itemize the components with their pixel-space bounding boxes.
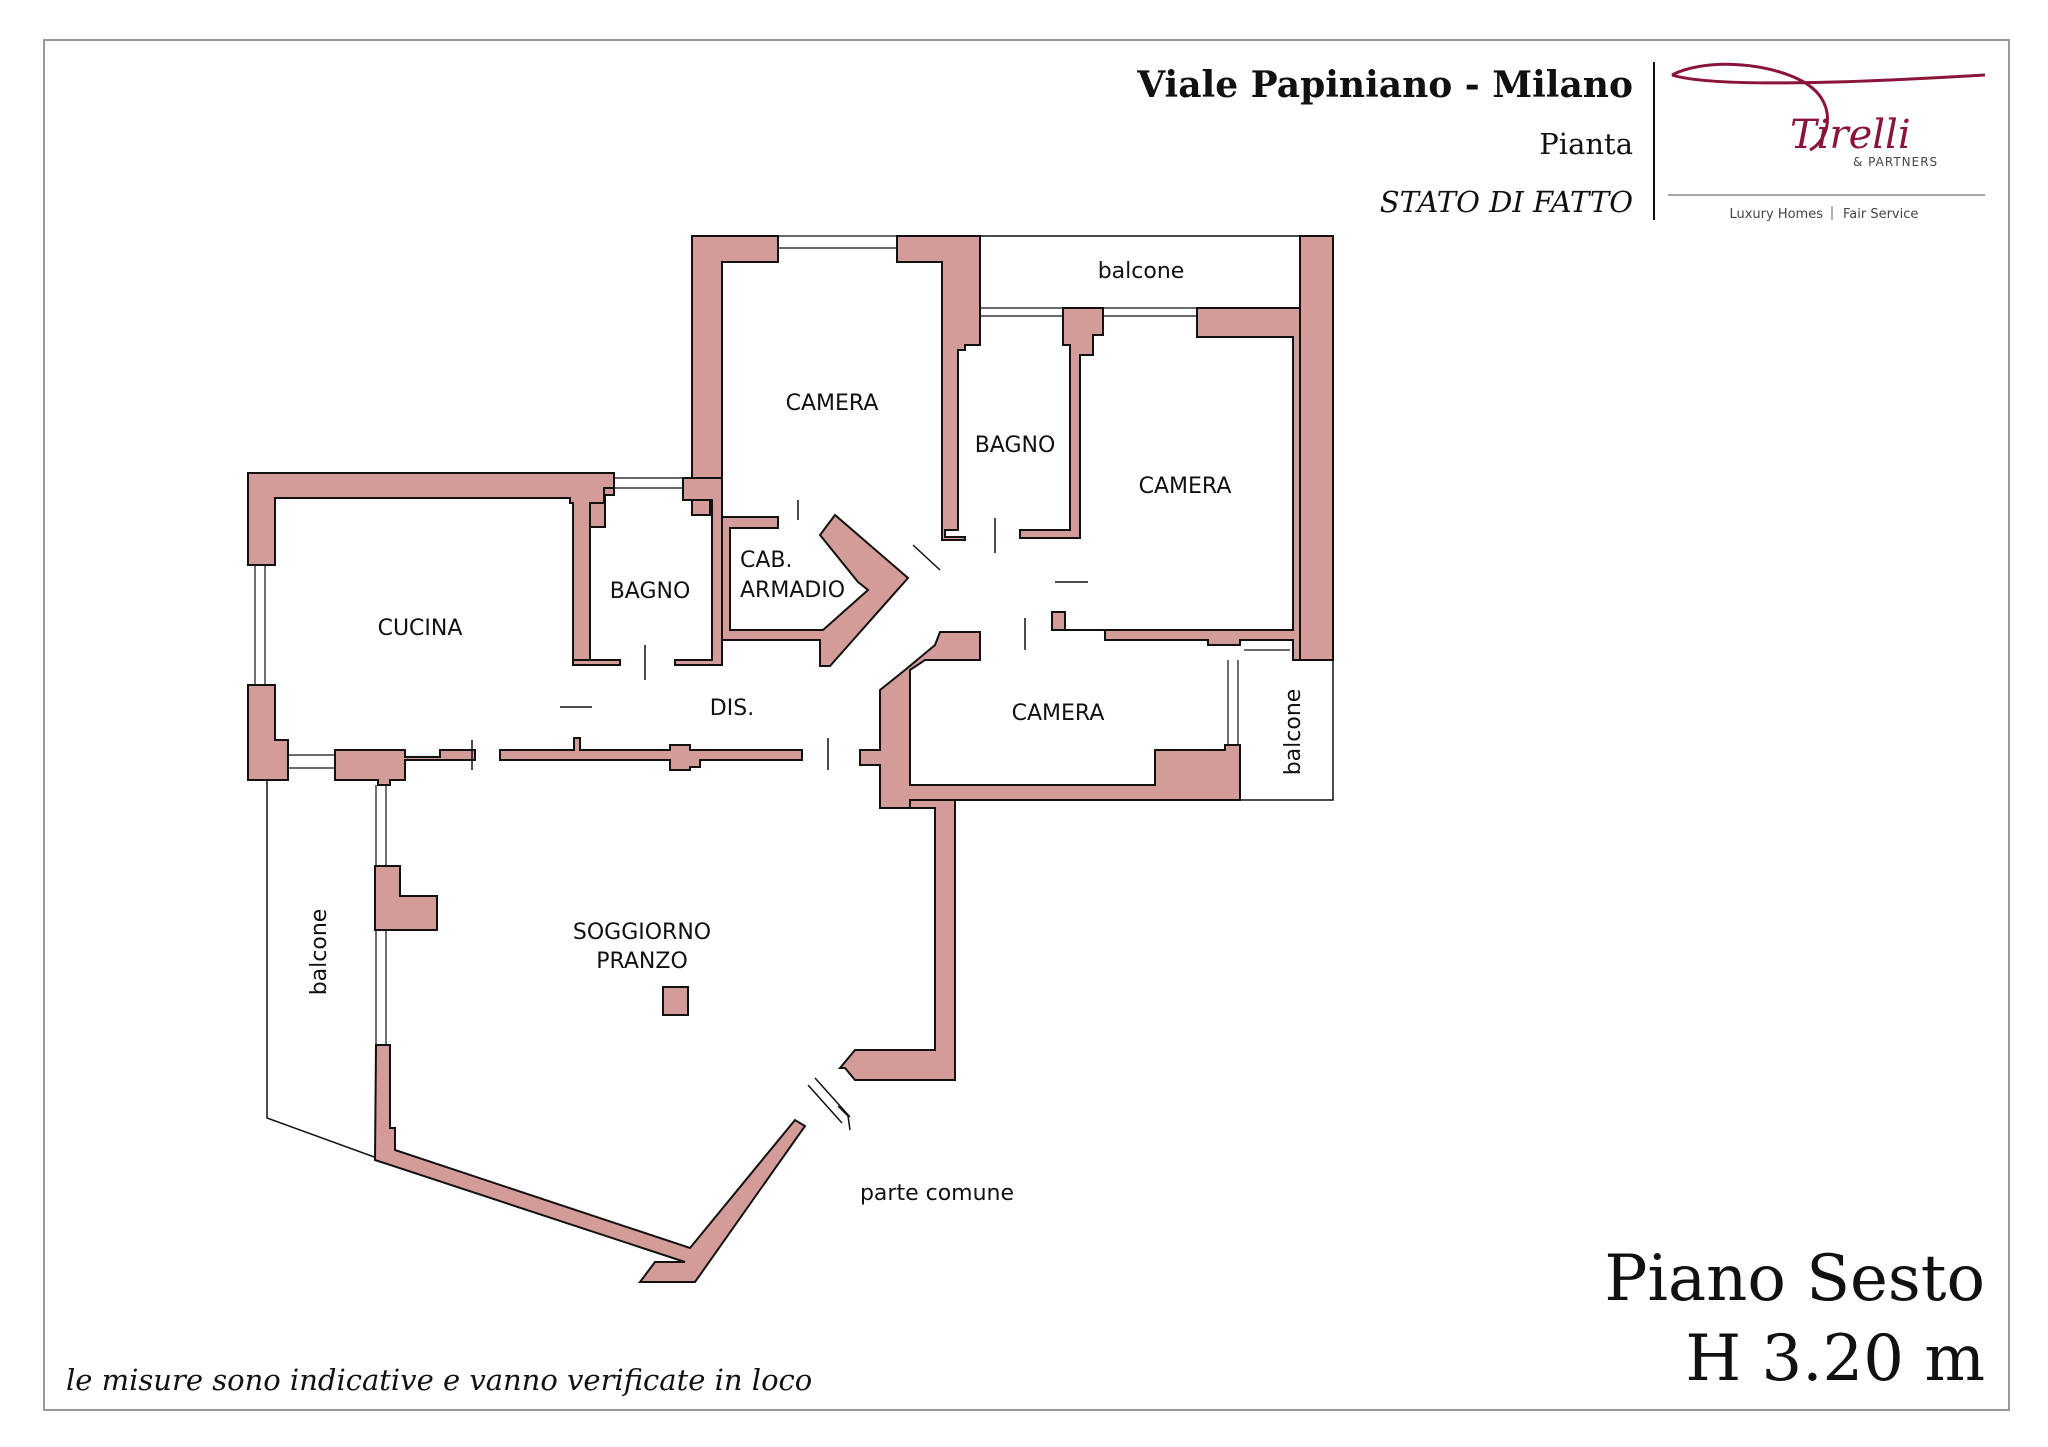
room-dis: DIS.: [710, 696, 754, 721]
balcone-left: balcone: [307, 909, 332, 996]
room-cab-armadio-line2: ARMADIO: [740, 578, 845, 603]
wall-right-edge: [1299, 235, 1334, 661]
entrance-door: [807, 1077, 851, 1131]
floorplan: [247, 235, 1334, 1283]
disclaimer-note: le misure sono indicative e vanno verifi…: [66, 1363, 812, 1397]
floor-name: Piano Sesto: [1604, 1242, 1985, 1316]
wall-soggiorno-bottom: [373, 1044, 807, 1283]
room-soggiorno-line2: PRANZO: [596, 949, 688, 974]
logo-tagline-left: Luxury Homes: [1729, 207, 1823, 222]
room-camera-right: CAMERA: [1139, 474, 1232, 499]
logo-sub: & PARTNERS: [1853, 155, 1938, 169]
balcone-right: balcone: [1281, 689, 1306, 776]
plan-type: Pianta: [1539, 127, 1633, 161]
plan-status: STATO DI FATTO: [1380, 185, 1633, 219]
page-border: [43, 39, 2010, 1411]
wall-cucina-top: [247, 472, 615, 661]
door-marks: [471, 500, 1088, 770]
wall-camera-top-left: [691, 235, 779, 516]
floor-height: H 3.20 m: [1685, 1322, 1985, 1396]
wall-cucina-bottom-left: [247, 684, 289, 781]
wall-camera-bottom: [859, 631, 1241, 809]
room-bagno-right: BAGNO: [975, 433, 1056, 458]
room-bagno-left: BAGNO: [610, 579, 691, 604]
column-soggiorno-center: [662, 986, 689, 1016]
wall-corridor: [499, 737, 803, 771]
logo-tagline-right: Fair Service: [1843, 207, 1918, 222]
room-camera-top: CAMERA: [786, 391, 879, 416]
wall-camera-right: [1051, 307, 1301, 661]
room-cucina: CUCINA: [378, 616, 463, 641]
address-title: Viale Papiniano - Milano: [1136, 64, 1633, 106]
room-soggiorno-line1: SOGGIORNO: [573, 920, 711, 945]
balcony-left-outline: [266, 780, 378, 1159]
wall-cab-armadio: [721, 513, 910, 667]
logo-name: Tirelli: [1790, 112, 1911, 158]
wall-cucina-bottom: [334, 749, 476, 786]
wall-bagno-left-right: [674, 477, 723, 666]
wall-camera-top-right: [896, 235, 981, 541]
balcone-top: balcone: [1098, 259, 1185, 284]
room-camera-bottom: CAMERA: [1012, 701, 1105, 726]
balcony-outlines: [266, 235, 1334, 1159]
brand-logo: Tirelli & PARTNERS Luxury Homes Fair Ser…: [1668, 62, 1986, 222]
room-cab-armadio-line1: CAB.: [740, 548, 793, 573]
parte-comune: parte comune: [860, 1181, 1014, 1206]
wall-bagno-right: [1019, 307, 1104, 539]
logo-swash: [1671, 62, 1986, 152]
column-soggiorno-left: [374, 865, 438, 931]
wall-soggiorno-right: [837, 799, 956, 1081]
